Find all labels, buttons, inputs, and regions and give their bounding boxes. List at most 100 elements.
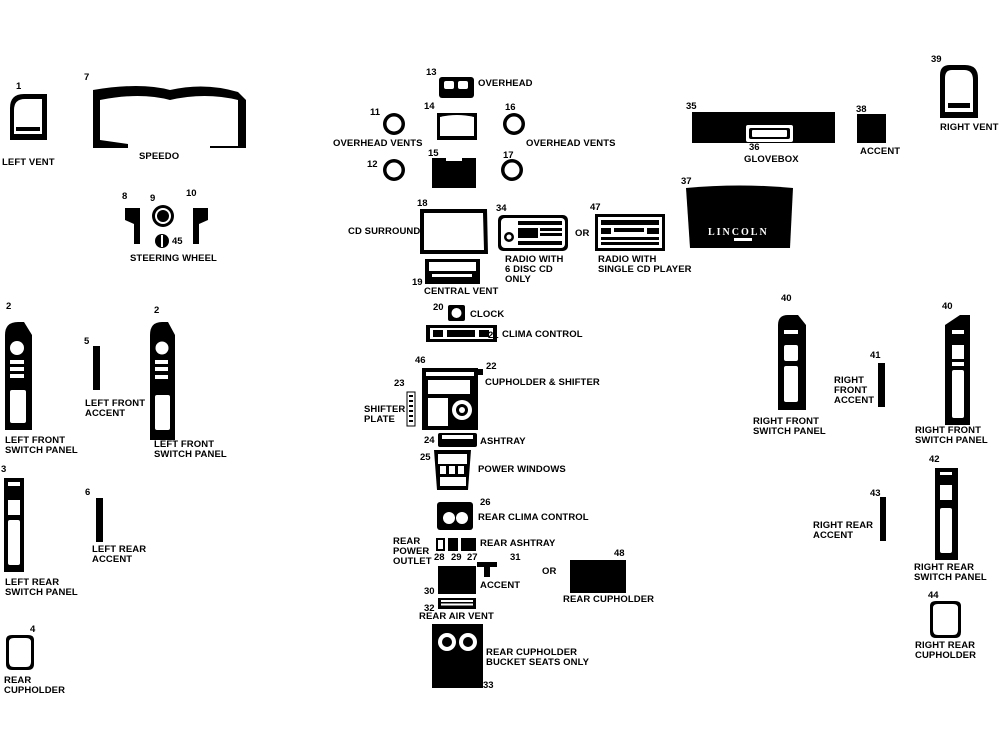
- part-17-vent: [501, 159, 523, 181]
- label-left-vent: LEFT VENT: [2, 157, 55, 168]
- callout-39: 39: [931, 54, 942, 65]
- callout-20: 20: [433, 302, 444, 313]
- part-2-left-front-switch-panel-b: [150, 322, 175, 440]
- callout-31: 31: [510, 552, 521, 563]
- callout-23: 23: [394, 378, 405, 389]
- label-overhead-vents-left: OVERHEAD VENTS: [333, 138, 423, 149]
- callout-10: 10: [186, 188, 197, 199]
- part-41-right-front-accent: [878, 363, 885, 407]
- label-rear-cupholder-bucket: REAR CUPHOLDER BUCKET SEATS ONLY: [486, 647, 590, 668]
- callout-40a: 40: [781, 293, 792, 304]
- callout-46: 46: [415, 355, 426, 366]
- label-right-front-switch-b: RIGHT FRONT SWITCH PANEL: [915, 425, 988, 446]
- part-10-steering-right: [193, 208, 208, 244]
- callout-38: 38: [856, 104, 867, 115]
- part-32-rear-air-vent: [438, 598, 476, 609]
- label-left-rear-switch: LEFT REAR SWITCH PANEL: [5, 577, 78, 598]
- label-power-windows: POWER WINDOWS: [478, 464, 566, 475]
- part-34-radio-6disc: [498, 215, 568, 251]
- part-13-overhead: [439, 77, 474, 98]
- part-3-left-rear-switch-panel: [4, 478, 24, 572]
- label-radio-single: RADIO WITH SINGLE CD PLAYER: [598, 254, 692, 275]
- label-rear-ashtray: REAR ASHTRAY: [480, 538, 556, 549]
- callout-17: 17: [503, 150, 514, 161]
- part-46-cupholder-shifter: [422, 368, 478, 430]
- label-cd-surround: CD SURROUND: [348, 226, 421, 237]
- callout-45: 45: [172, 236, 183, 247]
- callout-32: 32: [424, 603, 435, 614]
- part-19-central-vent: [425, 259, 480, 284]
- label-clock: CLOCK: [470, 309, 505, 320]
- label-left-front-accent: LEFT FRONT ACCENT: [85, 398, 146, 419]
- callout-40b: 40: [942, 301, 953, 312]
- part-25-power-windows: [434, 450, 471, 490]
- part-20-clock: [448, 305, 465, 321]
- callout-7: 7: [84, 72, 90, 83]
- part-22-small-accent: [477, 369, 483, 375]
- callout-30: 30: [424, 586, 435, 597]
- callout-19: 19: [412, 277, 423, 288]
- callout-6: 6: [85, 487, 91, 498]
- callout-34: 34: [496, 203, 507, 214]
- part-40-right-front-switch-panel: [778, 315, 806, 410]
- label-speedo: SPEEDO: [139, 151, 180, 162]
- callout-2b: 2: [154, 305, 160, 316]
- part-2-left-front-switch-panel: [5, 322, 32, 430]
- callout-13: 13: [426, 67, 437, 78]
- lincoln-badge: LINCOLN: [708, 227, 769, 238]
- label-cupholder-shifter: CUPHOLDER & SHIFTER: [485, 377, 600, 388]
- callout-27: 27: [467, 552, 478, 563]
- label-accent-38: ACCENT: [860, 146, 901, 157]
- part-44-right-rear-cupholder: [930, 601, 961, 638]
- label-right-rear-cupholder: RIGHT REAR CUPHOLDER: [915, 640, 977, 661]
- callout-8: 8: [122, 191, 128, 202]
- callout-36: 36: [749, 142, 760, 153]
- label-right-front-switch-a: RIGHT FRONT SWITCH PANEL: [753, 416, 826, 437]
- callout-33: 33: [483, 680, 494, 691]
- label-left-front-switch-b: LEFT FRONT SWITCH PANEL: [154, 439, 227, 460]
- label-right-rear-accent: RIGHT REAR ACCENT: [813, 520, 874, 541]
- part-5-left-front-accent: [93, 346, 100, 390]
- part-18-cd-surround: [420, 209, 488, 254]
- label-rear-clima: REAR CLIMA CONTROL: [478, 512, 589, 523]
- callout-3: 3: [1, 464, 7, 475]
- callout-16: 16: [505, 102, 516, 113]
- part-6-left-rear-accent: [96, 498, 103, 542]
- part-36-glovebox: [746, 125, 793, 142]
- part-37-lincoln-panel: [686, 185, 793, 248]
- part-47-radio-single: [595, 214, 665, 251]
- part-16-overhead-vent: [503, 113, 525, 135]
- label-rear-cupholder-4: REAR CUPHOLDER: [4, 675, 66, 696]
- part-11-overhead-vent: [383, 113, 405, 135]
- label-right-vent: RIGHT VENT: [940, 122, 999, 133]
- callout-28: 28: [434, 552, 445, 563]
- callout-12: 12: [367, 159, 378, 170]
- callout-41: 41: [870, 350, 881, 361]
- callout-48: 48: [614, 548, 625, 559]
- callout-29: 29: [451, 552, 462, 563]
- part-12-vent: [383, 159, 405, 181]
- callout-21: 21: [488, 330, 499, 341]
- label-right-front-accent: RIGHT FRONT ACCENT: [834, 375, 875, 406]
- label-ashtray: ASHTRAY: [480, 436, 526, 447]
- part-1-left-vent: [10, 94, 47, 140]
- part-14-overhead-panel: [437, 113, 477, 140]
- callout-5: 5: [84, 336, 90, 347]
- callout-42: 42: [929, 454, 940, 465]
- part-29-rear-trim: [448, 538, 458, 551]
- part-48-rear-cupholder: [570, 560, 626, 593]
- part-26-rear-clima-control: [437, 502, 473, 530]
- part-31-accent: [477, 562, 497, 577]
- part-8-steering-left: [125, 208, 140, 244]
- part-39-right-vent: [940, 65, 978, 118]
- part-42-right-rear-switch-panel: [935, 468, 958, 560]
- label-left-front-switch-a: LEFT FRONT SWITCH PANEL: [5, 435, 78, 456]
- callout-4: 4: [30, 624, 36, 635]
- label-glovebox: GLOVEBOX: [744, 154, 799, 165]
- callout-18: 18: [417, 198, 428, 209]
- callout-11: 11: [370, 107, 381, 118]
- part-24-ashtray: [438, 433, 477, 447]
- callout-26: 26: [480, 497, 491, 508]
